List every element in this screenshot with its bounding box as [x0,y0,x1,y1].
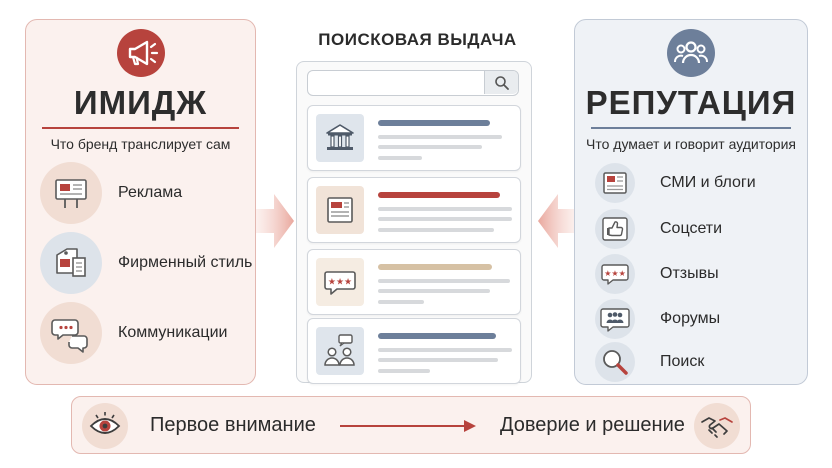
result-snippet-line [378,156,422,160]
image-panel: ИМИДЖ Что бренд транслирует сам Реклама [25,19,256,385]
result-snippet-line [378,300,424,304]
image-item-label: Фирменный стиль [118,254,253,271]
reputation-panel: РЕПУТАЦИЯ Что думает и говорит аудитория… [574,19,808,385]
arrow-right-icon [256,194,294,248]
arrow-left-icon [538,194,576,248]
newspaper-icon [316,186,364,234]
journey-bar: Первое внимание Доверие и решение [71,396,751,454]
magnifier-icon [595,342,635,382]
reputation-item-label: Форумы [660,310,721,327]
svg-text:★★★: ★★★ [328,278,352,288]
eye-icon [82,403,128,449]
result-title-bar [378,120,490,126]
trust-decision-label: Доверие и решение [500,414,685,436]
chat-bubbles-icon [40,302,102,364]
result-title-bar [378,333,496,339]
result-snippet-line [378,145,482,149]
image-item-advertising: Реклама [40,162,182,224]
reputation-item-label: Отзывы [660,265,719,282]
audience-icon [667,29,715,77]
search-results-title: ПОИСКОВАЯ ВЫДАЧА [318,30,517,49]
image-subtitle: Что бренд транслирует сам [50,136,231,152]
reputation-item-label: Поиск [660,353,705,370]
result-snippet-line [378,217,512,221]
image-item-label: Коммуникации [118,324,228,341]
first-attention-label: Первое внимание [150,414,316,436]
search-results-window: ★★★ [296,61,532,384]
arrow-right-icon [340,420,476,432]
reputation-item-media: СМИ и блоги [595,163,756,203]
reputation-item-forums: Форумы [595,299,720,339]
result-snippet-line [378,207,512,211]
result-snippet-line [378,289,490,293]
result-title-bar [378,264,492,270]
brand-tag-icon [40,232,102,294]
search-result[interactable]: ★★★ [307,249,521,315]
search-result[interactable] [307,105,521,171]
search-result[interactable] [307,318,521,384]
result-title-bar [378,192,500,198]
search-input[interactable] [307,70,519,96]
reputation-title: РЕПУТАЦИЯ [585,84,797,121]
handshake-icon [694,403,740,449]
result-snippet-line [378,135,502,139]
result-snippet-line [378,228,494,232]
reputation-item-search: Поиск [595,342,704,382]
reputation-item-reviews: ★★★ Отзывы [595,254,719,294]
result-snippet-line [378,369,430,373]
thumbs-up-icon [595,209,635,249]
search-button[interactable] [484,71,518,94]
image-item-brand-style: Фирменный стиль [40,232,252,294]
billboard-icon [40,162,102,224]
forum-icon [595,299,635,339]
rating-bubble-icon: ★★★ [595,254,635,294]
newspaper-icon [595,163,635,203]
search-icon [494,75,509,90]
reputation-item-label: Соцсети [660,220,723,237]
image-title: ИМИДЖ [73,84,208,121]
megaphone-icon [116,29,165,77]
search-result[interactable] [307,177,521,243]
rating-bubble-icon: ★★★ [316,258,364,306]
image-item-communications: Коммуникации [40,302,227,364]
people-discussion-icon [316,327,364,375]
svg-text:★★★: ★★★ [604,269,626,278]
reputation-title-divider [591,127,791,129]
building-icon [316,114,364,162]
reputation-subtitle: Что думает и говорит аудитория [586,136,796,152]
result-snippet-line [378,358,498,362]
image-item-label: Реклама [118,184,183,201]
result-snippet-line [378,279,510,283]
reputation-item-label: СМИ и блоги [660,174,756,191]
result-snippet-line [378,348,512,352]
image-title-divider [42,127,239,129]
reputation-item-social: Соцсети [595,209,722,249]
